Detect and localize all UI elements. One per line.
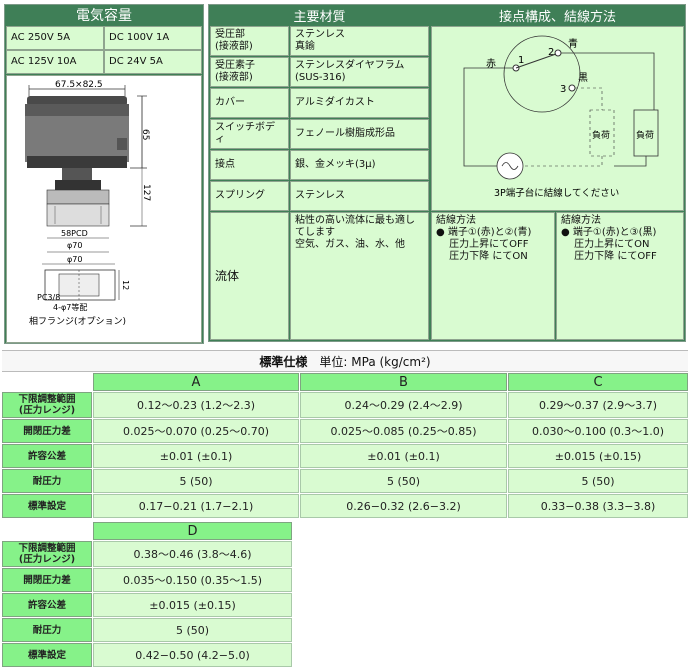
mat-label-3: カバー	[210, 88, 289, 118]
spec-col-header: C	[508, 373, 688, 391]
spec-value-cell: 0.26−0.32 (2.6−3.2)	[300, 494, 507, 518]
spec-value-cell: 0.025〜0.070 (0.25〜0.70)	[93, 419, 299, 443]
black-label: 黒	[578, 72, 588, 84]
spec-value-cell: 5 (50)	[300, 469, 507, 493]
mat-value-2: ステンレスダイヤフラム (SUS-316)	[290, 57, 429, 87]
spec-value-cell: ±0.015 (±0.15)	[93, 593, 292, 617]
spec-corner-2	[2, 522, 92, 540]
spec-row-label: 許容公差	[2, 444, 92, 468]
mat-label-1: 受圧部 (接液部)	[210, 26, 289, 56]
materials-title: 主要材質	[210, 5, 429, 25]
spec-title-bar: 標準仕様 単位: MPa (kg/cm²)	[2, 350, 688, 372]
spec-value-cell: 0.17−0.21 (1.7−2.1)	[93, 494, 299, 518]
wiring-note: 3P端子台に結線してください	[494, 187, 619, 199]
mat-value-6: ステンレス	[290, 181, 429, 211]
terminal-3-label: 3	[560, 84, 566, 95]
spec-col-header: B	[300, 373, 507, 391]
capacity-title: 電気容量	[5, 5, 203, 25]
spec-value-cell: 0.38〜0.46 (3.8〜4.6)	[93, 541, 292, 567]
mat-value-3: アルミダイカスト	[290, 88, 429, 118]
phi70-label-b: φ70	[67, 255, 82, 264]
terminal-1-label: 1	[518, 55, 524, 66]
capacity-cell-3: AC 125V 10A	[6, 50, 104, 74]
contact-diagram: 1 2 3 赤 青 黒 負荷 負荷 3P端子台に結線してください	[463, 35, 659, 199]
blue-label: 青	[568, 37, 578, 50]
spec-value-cell: 0.030〜0.100 (0.3〜1.0)	[508, 419, 688, 443]
spec-col-header: D	[93, 522, 292, 540]
spec-row-label: 許容公差	[2, 593, 92, 617]
terminal-2-label: 2	[548, 47, 554, 58]
spec-value-cell: 0.12〜0.23 (1.2〜2.3)	[93, 392, 299, 418]
spec-value-cell: 0.025〜0.085 (0.25〜0.85)	[300, 419, 507, 443]
wiring-method-b: 結線方法 ● 端子①(赤)と③(黒) 圧力上昇にてON 圧力下降 にてOFF	[556, 212, 684, 340]
load-label-2: 負荷	[636, 129, 654, 141]
dim-top-label: 67.5×82.5	[55, 80, 103, 90]
phi70-label-a: φ70	[67, 241, 82, 250]
spec-row-label: 開閉圧力差	[2, 568, 92, 592]
wiring-diagram: 1 2 3 赤 青 黒 負荷 負荷 3P端子台に結線してください	[431, 26, 684, 211]
spec-value-cell: 0.33−0.38 (3.3−3.8)	[508, 494, 688, 518]
spec-row-label: 下限調整範囲 (圧力レンジ)	[2, 541, 92, 567]
load-label-1: 負荷	[592, 129, 610, 141]
spec-value-cell: 0.035〜0.150 (0.35〜1.5)	[93, 568, 292, 592]
spec-row-label: 標準設定	[2, 643, 92, 667]
mat-label-2: 受圧素子 (接液部)	[210, 57, 289, 87]
red-label: 赤	[486, 58, 496, 70]
wiring-method-a: 結線方法 ● 端子①(赤)と②(青) 圧力上昇にてOFF 圧力下降 にてON	[431, 212, 555, 340]
dimension-drawing: 67.5×82.5 65 127 58PCD φ70 φ70 12 PC3	[25, 80, 151, 327]
capacity-cell-4: DC 24V 5A	[104, 50, 202, 74]
holes-label: 4-φ7等配	[53, 302, 87, 312]
spec-corner-1	[2, 373, 92, 391]
mat-label-6: スプリング	[210, 181, 289, 211]
mat-value-1: ステンレス 真鍮	[290, 26, 429, 56]
mat-label-4: スイッチボディ	[210, 119, 289, 149]
flange-caption: 相フランジ(オプション)	[29, 315, 126, 327]
mat-value-4: フェノール樹脂成形品	[290, 119, 429, 149]
spec-value-cell: 0.42−0.50 (4.2−5.0)	[93, 643, 292, 667]
spec-value-cell: 0.24〜0.29 (2.4〜2.9)	[300, 392, 507, 418]
spec-title: 標準仕様	[259, 354, 308, 369]
spec-col-header: A	[93, 373, 299, 391]
spec-value-cell: ±0.01 (±0.1)	[300, 444, 507, 468]
spec-row-label: 耐圧力	[2, 618, 92, 642]
spec-row-label: 下限調整範囲 (圧力レンジ)	[2, 392, 92, 418]
pc-label: PC3/8	[37, 293, 60, 302]
spec-row-label: 標準設定	[2, 494, 92, 518]
mat-label-5: 接点	[210, 150, 289, 180]
spec-value-cell: 5 (50)	[93, 618, 292, 642]
fluid-label: 流体	[210, 212, 289, 340]
drawing-area: 67.5×82.5 65 127 58PCD φ70 φ70 12 PC3	[6, 75, 202, 343]
spec-value-cell: ±0.01 (±0.1)	[93, 444, 299, 468]
capacity-cell-2: DC 100V 1A	[104, 26, 202, 50]
spec-value-cell: 5 (50)	[93, 469, 299, 493]
spec-value-cell: ±0.015 (±0.15)	[508, 444, 688, 468]
dim-127-label: 127	[141, 184, 151, 201]
dim-65-label: 65	[140, 129, 150, 140]
spec-unit: 単位: MPa (kg/cm²)	[319, 354, 431, 369]
spec-row-label: 耐圧力	[2, 469, 92, 493]
spec-value-cell: 0.29〜0.37 (2.9〜3.7)	[508, 392, 688, 418]
mat-value-5: 銀、金メッキ(3μ)	[290, 150, 429, 180]
spec-row-label: 開閉圧力差	[2, 419, 92, 443]
capacity-cell-1: AC 250V 5A	[6, 26, 104, 50]
pcd-label: 58PCD	[61, 229, 88, 238]
fluid-value: 粘性の高い流体に最も適し てします 空気、ガス、油、水、他	[290, 212, 429, 340]
spec-value-cell: 5 (50)	[508, 469, 688, 493]
dim-12-label: 12	[121, 280, 130, 290]
wiring-title: 接点構成、結線方法	[431, 5, 684, 25]
